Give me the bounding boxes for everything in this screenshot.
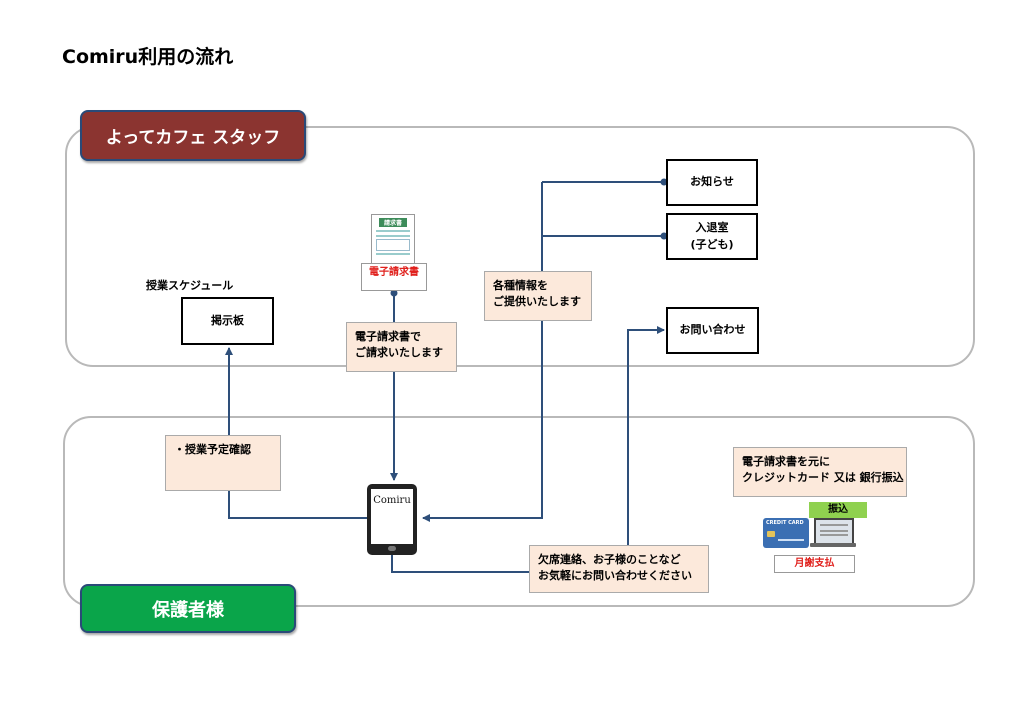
info-note: 各種情報を ご提供いたします	[484, 271, 592, 321]
notice-box: お知らせ	[666, 159, 758, 206]
staff-band: よってカフェ スタッフ	[80, 110, 306, 161]
tablet-icon: Comiru	[367, 484, 417, 555]
attendance-box: 入退室 (子ども)	[666, 213, 758, 260]
laptop-icon	[810, 518, 856, 550]
invoice-note: 電子請求書で ご請求いたします	[346, 322, 457, 372]
invoice-doc-header: 請求書	[379, 218, 407, 227]
transfer-badge: 振込	[809, 502, 867, 518]
credit-card-icon: CREDIT CARD	[763, 518, 809, 548]
inquiry-box: お問い合わせ	[666, 307, 759, 354]
schedule-check-note: ・授業予定確認	[165, 435, 281, 491]
credit-card-text: CREDIT CARD	[766, 520, 804, 526]
invoice-doc-label: 電子請求書	[361, 263, 427, 291]
monthly-payment-label: 月謝支払	[774, 555, 855, 573]
invoice-document-icon: 請求書	[371, 214, 415, 264]
guardian-band: 保護者様	[80, 584, 296, 633]
schedule-label: 授業スケジュール	[146, 279, 234, 292]
bulletin-board-label: 掲示板	[211, 313, 244, 327]
payment-note: 電子請求書を元に クレジットカード 又は 銀行振込	[733, 447, 907, 497]
tablet-app-name: Comiru	[373, 495, 411, 506]
bulletin-board-box: 掲示板	[181, 297, 274, 345]
connector-schedule	[225, 347, 367, 519]
contact-note: 欠席連絡、お子様のことなど お気軽にお問い合わせください	[529, 545, 709, 593]
page-title: Comiru利用の流れ	[62, 46, 234, 68]
